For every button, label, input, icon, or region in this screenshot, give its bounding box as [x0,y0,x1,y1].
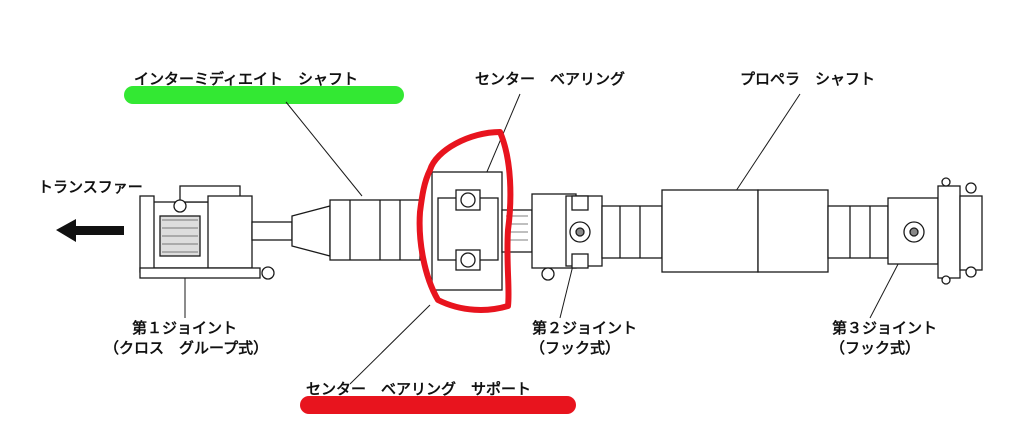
label-joint1-line1: 第１ジョイント [132,319,238,337]
joint3-flange-bolt-top [965,182,977,194]
center-bearing-support-highlight [300,396,576,414]
joint3-flange [937,185,961,279]
joint3-assembly [887,177,983,285]
joint1-nut [261,266,275,280]
label-joint3-line1: 第３ジョイント [832,319,938,337]
joint3-spider-center [909,227,919,237]
leader-intermediate-shaft [285,101,363,197]
center-bearing-highlight-loop [416,129,514,313]
label-center-bearing-support: センター ベアリング サポート [306,380,532,398]
leader-center-bearing-support [349,304,431,385]
intermediate-shaft-highlight [124,86,404,104]
leader-propeller-shaft [729,93,801,201]
bearing-ball-bottom [460,252,476,268]
joint3-flange-bolt-bottom [965,266,977,278]
label-transfer: トランスファー [38,178,143,196]
joint1-boot [207,195,253,269]
joint1-flange [139,195,155,273]
left-arrow-icon [56,219,124,242]
label-joint2-line1: 第２ジョイント [532,319,638,337]
joint1-bolt [173,199,187,213]
joint2-bolt [541,267,555,281]
label-joint3-line2: （フック式） [830,339,921,357]
propeller-tube-small-right [827,205,889,259]
joint3-flange-plate [959,195,983,271]
propeller-tube-small-left [601,205,663,259]
joint2-cap-top [571,195,589,211]
joint1-assembly [139,185,331,280]
bearing-ball-top [460,192,476,208]
label-joint2-line2: （フック式） [530,339,621,357]
propeller-tube-right [757,189,829,273]
joint1-hatching [162,219,198,253]
label-intermediate-shaft: インターミディエイト シャフト [134,70,358,88]
joint2-spider-center [575,227,585,237]
propeller-shaft [601,189,889,273]
joint1-stub-shaft [251,221,293,241]
intermediate-tube [329,199,421,261]
label-joint1-line2: （クロス グループ式） [104,339,269,357]
joint3-nut-bottom [941,275,951,285]
joint3-nut-top [941,177,951,187]
intermediate-shaft [329,199,421,261]
center-bearing-assembly [431,171,533,291]
label-center-bearing: センター ベアリング [475,70,626,88]
joint1-bottom-rail [139,267,261,279]
joint1-taper [291,205,331,257]
joint2-cap-bottom [571,253,589,269]
propeller-tube-main [661,189,759,273]
label-propeller-shaft: プロペラ シャフト [740,70,876,88]
joint2-assembly [531,193,603,281]
